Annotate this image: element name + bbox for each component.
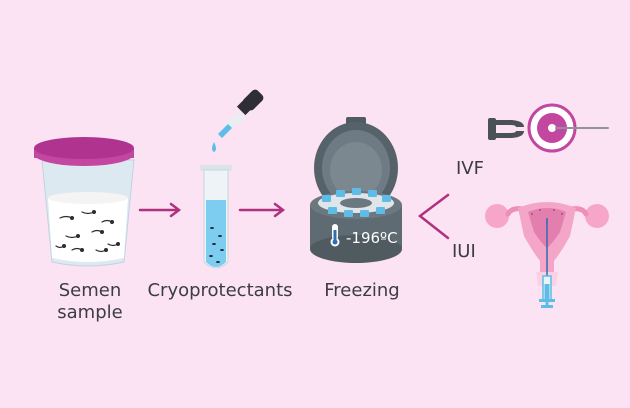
sample-cup-icon	[34, 137, 135, 267]
arrow-icon	[238, 202, 286, 218]
outcome-label-iui: IUI	[452, 241, 476, 262]
arrow-icon	[138, 202, 182, 218]
temperature-label: -196ºC	[346, 229, 398, 247]
syringe-icon	[539, 218, 555, 308]
step-label-freezing: Freezing	[324, 280, 400, 301]
thermometer-icon	[330, 224, 340, 247]
label-line: Semen	[58, 280, 122, 301]
outcome-label-ivf: IVF	[456, 158, 484, 179]
step-label-cryoprotectants: Cryoprotectants	[147, 280, 293, 301]
freezer-tank-icon	[310, 117, 402, 263]
label-line: sample	[57, 302, 123, 323]
forceps-icon	[488, 118, 524, 140]
dropper-icon	[212, 89, 264, 152]
branch-arrow-icon	[417, 193, 450, 240]
test-tube-icon	[200, 165, 232, 269]
step-label-semen-sample: Semen sample	[40, 280, 140, 324]
egg-cell-icon	[527, 103, 577, 153]
